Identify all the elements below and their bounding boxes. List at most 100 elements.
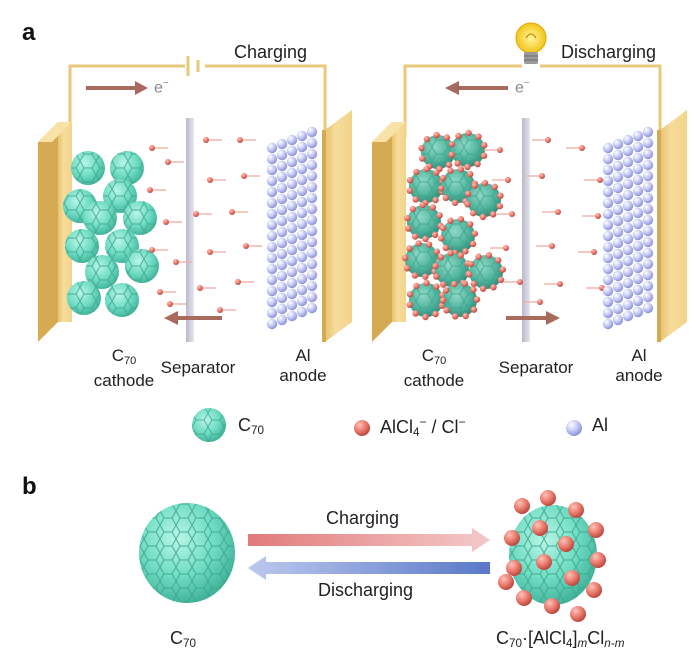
right-cathode-label: C70 cathode (403, 346, 465, 390)
al-atom (296, 196, 308, 208)
al-atom (276, 237, 288, 249)
al-atom (642, 225, 654, 237)
al-atom (306, 225, 318, 237)
c70-charged-molecule (404, 201, 444, 243)
al-atom (612, 226, 624, 238)
al-atom (276, 281, 288, 293)
right-cathode-slab (372, 122, 406, 342)
ion-sphere (413, 282, 420, 290)
ion-dot (539, 173, 545, 179)
al-atom (632, 273, 644, 285)
ion-sphere (406, 291, 414, 298)
ion-dot (243, 243, 249, 249)
al-atom (266, 197, 278, 209)
al-atom (286, 255, 298, 267)
al-atom (286, 299, 298, 311)
al-atom (622, 255, 634, 267)
al-atom (632, 306, 644, 318)
al-atom (642, 258, 654, 270)
ion-sphere (432, 310, 439, 318)
ion-sphere (433, 131, 440, 139)
ion-sphere (443, 307, 450, 314)
ion-sphere (497, 192, 504, 199)
ion-dot (163, 219, 169, 225)
al-atom (632, 163, 644, 175)
ion-dot (557, 281, 563, 287)
al-atom (642, 302, 654, 314)
al-atom (296, 240, 308, 252)
ion-sphere (423, 279, 430, 287)
al-atom (266, 252, 278, 264)
al-atom (602, 274, 614, 286)
al-atom (286, 310, 298, 322)
ion-sphere (443, 134, 451, 141)
right-anode-slab (657, 110, 687, 342)
al-atom (296, 295, 308, 307)
ion-sphere (422, 313, 429, 321)
al-atom (266, 307, 278, 319)
al-atom (306, 258, 318, 270)
ion-dot (157, 289, 163, 295)
right-circuit-wire (403, 64, 662, 138)
al-atom (296, 218, 308, 230)
al-atom (276, 138, 288, 150)
c70-charged-molecule (401, 240, 443, 280)
al-atom (622, 145, 634, 157)
ion-sphere (432, 196, 439, 204)
al-atom (266, 186, 278, 198)
c70-charged-molecule (437, 216, 479, 256)
adsorbed-ion (588, 522, 604, 538)
ion-sphere (464, 190, 472, 198)
al-atom (266, 296, 278, 308)
c70-molecule (110, 151, 144, 185)
ion-sphere (433, 283, 440, 290)
right-mode-label: Discharging (561, 42, 657, 62)
al-atom (632, 295, 644, 307)
ion-dot (579, 145, 585, 151)
ion-dot (595, 213, 601, 219)
al-atom (602, 153, 614, 165)
ion-sphere (462, 312, 469, 320)
al-atom (296, 185, 308, 197)
al-atom (602, 175, 614, 187)
ion-sphere (470, 280, 477, 288)
right-separator (522, 118, 530, 342)
left-separator (186, 118, 194, 342)
al-atom (286, 134, 298, 146)
ion-sphere (415, 240, 422, 247)
ion-sphere (447, 249, 454, 257)
left-al-lattice (266, 126, 318, 330)
al-atom (266, 230, 278, 242)
ion-sphere (471, 182, 479, 189)
ion-sphere (497, 276, 505, 284)
al-atom (602, 197, 614, 209)
ion-sphere (429, 204, 437, 211)
al-atom (642, 247, 654, 259)
al-atom (276, 303, 288, 315)
al-atom (306, 159, 318, 171)
ion-sphere (442, 244, 449, 252)
left-ion-arrow-icon (164, 311, 222, 325)
al-atom (602, 219, 614, 231)
legend-al-label: Al (592, 415, 609, 435)
right-c70-cluster (401, 129, 507, 321)
al-atom (622, 178, 634, 190)
al-atom (632, 262, 644, 274)
ion-sphere (445, 161, 453, 169)
ion-sphere (481, 142, 488, 149)
ion-sphere (464, 163, 471, 171)
ion-sphere (461, 280, 469, 287)
al-atom (276, 193, 288, 205)
c70-charged-molecule (465, 252, 507, 292)
ion-sphere (436, 212, 443, 219)
al-atom (296, 306, 308, 318)
ion-dot (497, 147, 503, 153)
c70-formula-label: C70 (170, 628, 197, 650)
discharging-label: Discharging (318, 580, 414, 600)
ion-sphere (491, 183, 498, 191)
al-atom (266, 142, 278, 154)
al-atom (602, 186, 614, 198)
ion-sphere (454, 160, 461, 167)
al-atom (612, 204, 624, 216)
